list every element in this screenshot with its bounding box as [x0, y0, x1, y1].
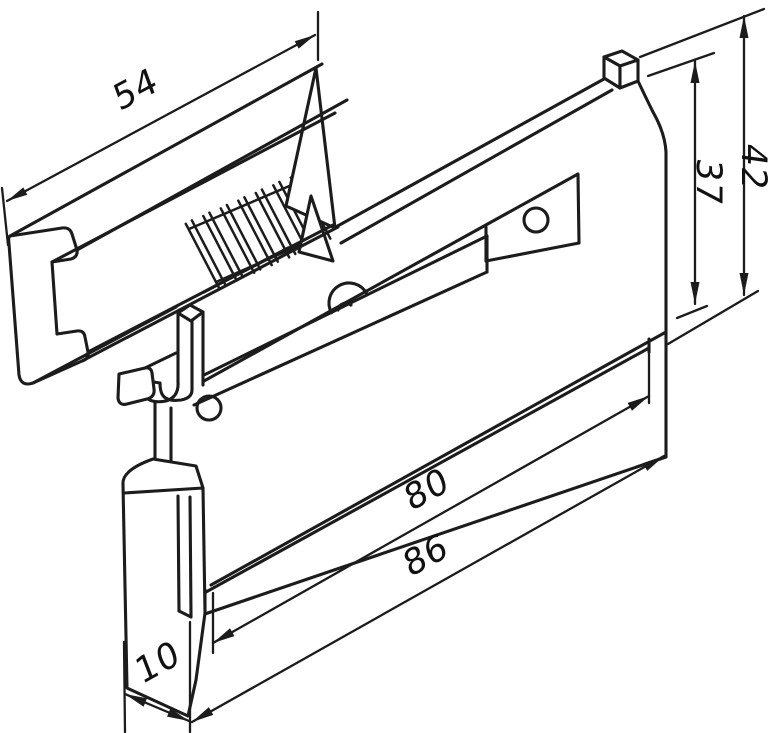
- fixed-jaw: [116, 366, 156, 406]
- dimension-label-inner-height: 37: [688, 155, 728, 209]
- front-leg: [121, 457, 207, 718]
- channel-end-profile: [7, 226, 90, 386]
- dimension-42: [638, 7, 766, 346]
- dimension-86: [188, 454, 666, 733]
- dimension-37: [646, 51, 716, 320]
- plate-right-edge: [636, 79, 668, 459]
- dimension-label-overall-height: 42: [733, 140, 773, 194]
- plate-hole-right: [522, 206, 550, 234]
- tab-right-face: [618, 58, 640, 90]
- screw-head: [327, 281, 369, 315]
- dimension-54: [0, 10, 320, 247]
- dimension-10: [122, 640, 191, 733]
- screw-slot: [336, 301, 353, 312]
- hook-and-jaw: [116, 303, 205, 465]
- mounting-plate: [192, 172, 668, 618]
- plate-hole-left: [195, 394, 223, 422]
- upper-arm: [332, 49, 668, 459]
- dimension-80: [211, 350, 651, 655]
- clamp-wedge: [284, 66, 337, 263]
- c-channel-rail: [7, 62, 349, 386]
